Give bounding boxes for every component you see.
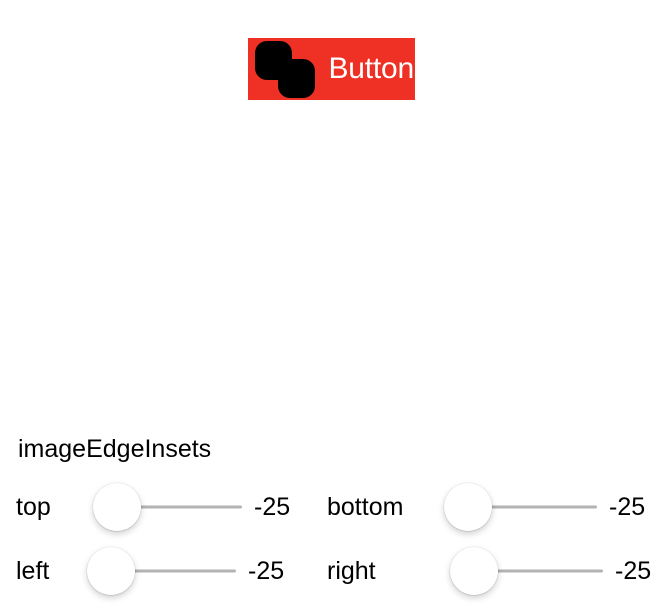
slider-label-bottom: bottom	[327, 493, 404, 521]
slider-top[interactable]	[93, 479, 242, 535]
slider-row-left: left -25	[16, 543, 331, 599]
slider-left[interactable]	[87, 543, 236, 599]
slider-row-right: right -25	[327, 543, 657, 599]
page-title: imageEdgeInsets	[18, 435, 212, 463]
slider-value-right: -25	[615, 557, 652, 585]
slider-track-right[interactable]	[451, 569, 603, 573]
slider-value-bottom: -25	[609, 493, 646, 521]
slider-track-left[interactable]	[88, 569, 236, 573]
slider-thumb-left[interactable]	[87, 547, 135, 595]
two-overlapping-rounded-squares-icon	[254, 39, 316, 99]
slider-thumb-right[interactable]	[450, 547, 498, 595]
slider-row-top: top -25	[16, 479, 331, 535]
slider-label-right: right	[327, 557, 376, 585]
slider-thumb-top[interactable]	[93, 483, 141, 531]
slider-track-top[interactable]	[94, 505, 242, 509]
slider-thumb-bottom[interactable]	[444, 483, 492, 531]
slider-row-bottom: bottom -25	[327, 479, 657, 535]
slider-value-left: -25	[248, 557, 285, 585]
slider-value-top: -25	[254, 493, 291, 521]
preview-button[interactable]: Button	[248, 38, 415, 100]
preview-button-label: Button	[328, 52, 414, 85]
slider-label-top: top	[16, 493, 51, 521]
slider-label-left: left	[16, 557, 50, 585]
slider-right[interactable]	[450, 543, 603, 599]
slider-track-bottom[interactable]	[445, 505, 597, 509]
slider-bottom[interactable]	[444, 479, 597, 535]
